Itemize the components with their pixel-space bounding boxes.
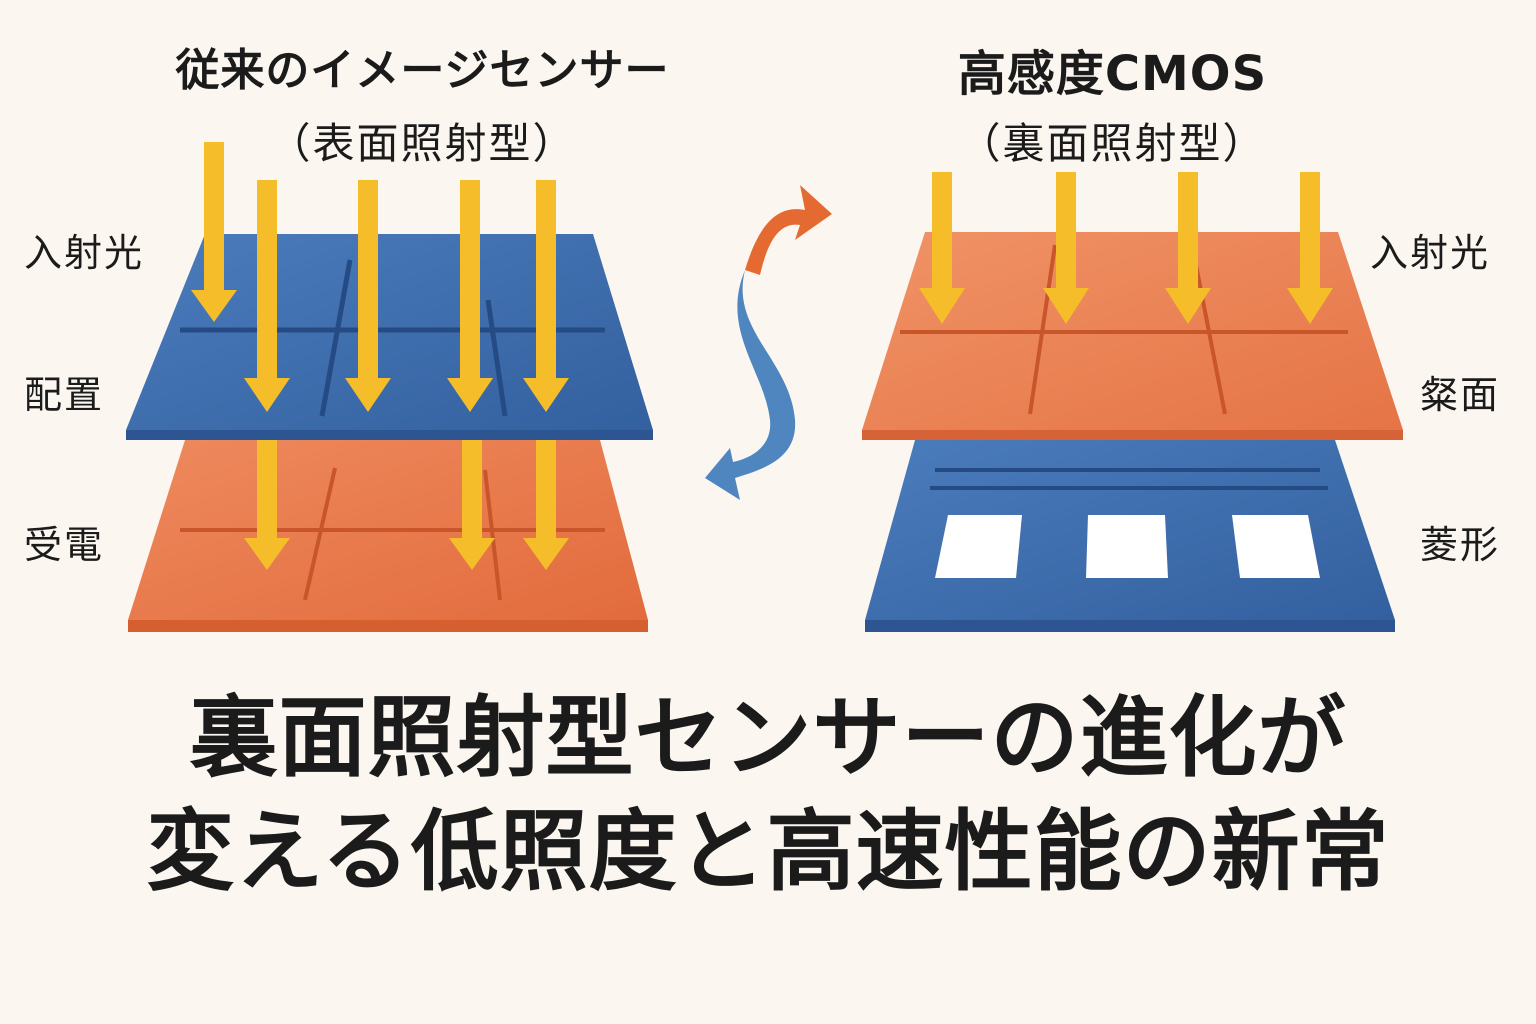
pixel-window xyxy=(1232,515,1320,578)
light-arrow-icon xyxy=(191,142,237,322)
light-arrow-icon xyxy=(919,172,965,324)
light-arrow-icon xyxy=(345,180,391,412)
right-title: 高感度CMOS xyxy=(957,46,1268,102)
right-substrate-layer xyxy=(865,440,1395,632)
headline-line-2: 変える低照度と高速性能の新常 xyxy=(146,800,1390,903)
headline-line-1: 裏面照射型センサーの進化が xyxy=(189,686,1347,789)
light-arrow-icon xyxy=(1287,172,1333,324)
left-light-arrows xyxy=(191,142,569,570)
light-arrow-icon xyxy=(1165,172,1211,324)
right-label-surface: 粲面 xyxy=(1420,373,1501,417)
pixel-window xyxy=(1086,515,1168,578)
right-subtitle: （裏面照射型） xyxy=(958,119,1267,168)
light-arrow-icon xyxy=(523,180,569,570)
left-label-receiver: 受電 xyxy=(24,523,105,567)
light-arrow-icon xyxy=(447,180,495,570)
swap-arrow-icon xyxy=(705,185,832,500)
right-label-incident-light: 入射光 xyxy=(1370,231,1491,275)
left-label-wiring: 配置 xyxy=(24,373,105,417)
left-title: 従来のイメージセンサー xyxy=(175,45,670,96)
right-light-arrows xyxy=(919,172,1333,324)
light-arrow-icon xyxy=(244,180,290,570)
pixel-window xyxy=(935,515,1022,578)
light-arrow-icon xyxy=(1043,172,1089,324)
left-photodiode-layer xyxy=(128,440,648,632)
right-photodiode-layer xyxy=(862,232,1403,440)
left-label-incident-light: 入射光 xyxy=(24,231,145,275)
left-subtitle: （表面照射型） xyxy=(268,119,577,168)
right-label-shape: 菱形 xyxy=(1420,523,1501,567)
